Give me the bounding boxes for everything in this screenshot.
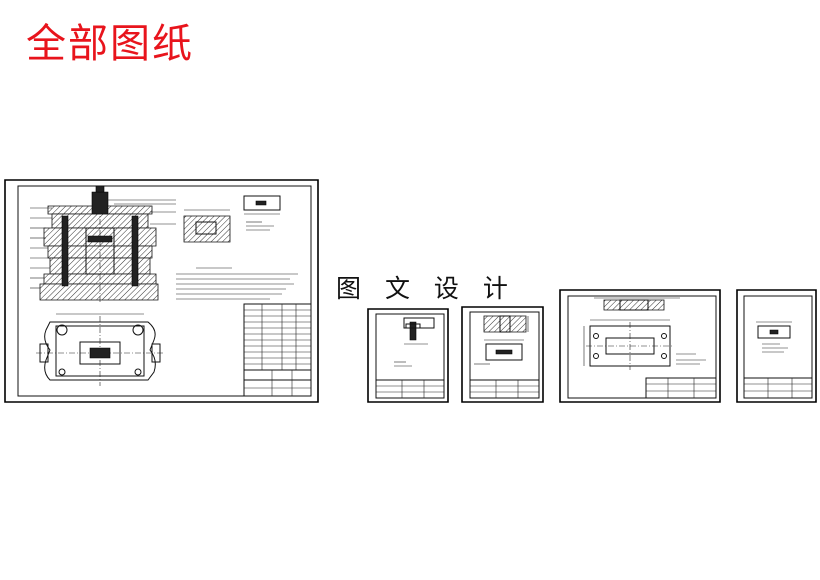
technical-notes — [176, 268, 298, 299]
die-plan-view — [36, 314, 164, 386]
page-title: 全部图纸 — [26, 21, 194, 67]
part-sheet-3[interactable] — [560, 290, 720, 402]
strip-layout-view — [184, 196, 280, 242]
die-section-view — [30, 186, 176, 302]
part-sheet-1[interactable] — [368, 309, 448, 402]
part-sheet-2[interactable] — [462, 307, 543, 402]
part-sheet-4[interactable] — [737, 290, 816, 402]
parts-list — [244, 304, 311, 396]
watermark-text: 图 文 设 计 — [336, 274, 516, 303]
assembly-sheet[interactable] — [5, 180, 318, 402]
